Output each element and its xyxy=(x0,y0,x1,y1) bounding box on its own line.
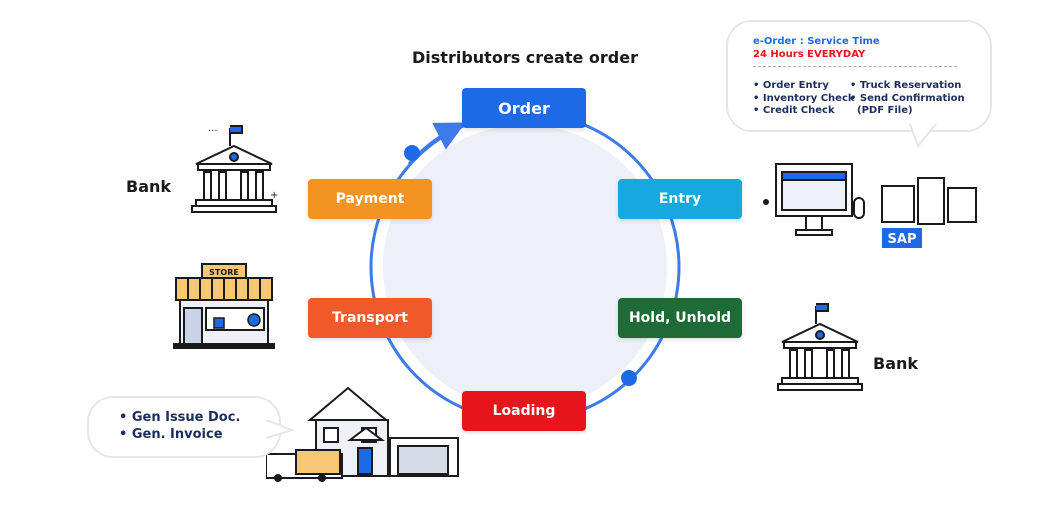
bank-right-icon xyxy=(777,303,863,391)
service-bubble-tail xyxy=(909,124,937,148)
issue-bubble-tail xyxy=(266,419,296,439)
step-transport: Transport xyxy=(308,298,432,338)
svg-text:···: ··· xyxy=(208,126,218,137)
service-divider xyxy=(753,66,957,67)
service-hours: 24 Hours EVERYDAY xyxy=(753,49,866,60)
house-truck-icon xyxy=(266,386,459,482)
ring-arrow xyxy=(407,122,466,165)
step-order: Order xyxy=(462,88,586,128)
step-entry: Entry xyxy=(618,179,742,219)
issue-doc-list: • Gen Issue Doc. • Gen. Invoice xyxy=(119,410,241,442)
store-sign: STORE xyxy=(209,268,239,277)
step-payment: Payment xyxy=(308,179,432,219)
store-icon: STORE xyxy=(173,263,275,349)
diagram-title: Distributors create order xyxy=(412,48,638,67)
bank-left-label: Bank xyxy=(126,177,172,196)
ring-dot-lower xyxy=(621,370,637,386)
service-time-bubble: e-Order : Service Time 24 Hours EVERYDAY… xyxy=(726,20,992,132)
step-hold-unhold: Hold, Unhold xyxy=(618,298,742,338)
svg-text:+: + xyxy=(270,190,278,201)
computer-server-icon: SAP xyxy=(763,163,977,248)
bank-left-icon: ··· + xyxy=(191,125,278,213)
sap-logo: SAP xyxy=(888,232,917,247)
center-disc xyxy=(383,125,667,409)
issue-doc-bubble: • Gen Issue Doc. • Gen. Invoice xyxy=(87,396,281,458)
bank-right-label: Bank xyxy=(873,354,919,373)
service-col1: • Order Entry • Inventory Check • Credit… xyxy=(753,80,855,116)
ring-dot-upper xyxy=(404,145,420,161)
step-loading: Loading xyxy=(462,391,586,431)
service-heading: e-Order : Service Time xyxy=(753,36,880,47)
service-col2: • Truck Reservation • Send Confirmation … xyxy=(850,80,965,116)
